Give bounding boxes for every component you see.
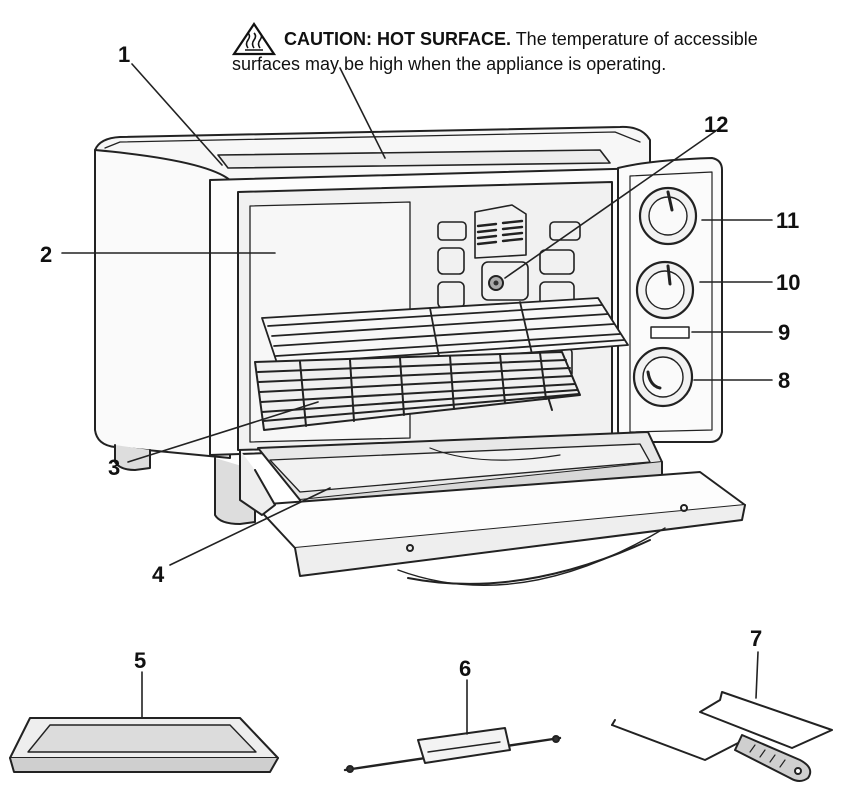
callout-7: 7 [750, 626, 762, 651]
callout-4: 4 [152, 562, 165, 587]
callout-12: 12 [704, 112, 728, 137]
knob-top [638, 186, 698, 246]
callout-10: 10 [776, 270, 800, 295]
callout-5: 5 [134, 648, 146, 673]
knob-middle [635, 260, 695, 320]
rotisserie-handle [611, 691, 833, 782]
callout-1: 1 [118, 42, 130, 67]
caution-heading: CAUTION: HOT SURFACE. [284, 28, 511, 49]
indicator-light [650, 326, 690, 339]
callout-9: 9 [778, 320, 790, 345]
rotisserie-spit [343, 727, 562, 773]
caution-text-line1: The temperature of accessible [515, 28, 758, 49]
leader-lines [61, 63, 773, 735]
knob-bottom [632, 346, 694, 408]
callout-8: 8 [778, 368, 790, 393]
callout-11: 11 [776, 208, 799, 233]
callout-2: 2 [40, 242, 52, 267]
oven-door-open [239, 449, 746, 587]
wire-rack-lower [254, 351, 581, 431]
hot-surface-warning-icon [232, 22, 276, 56]
callout-3: 3 [108, 455, 120, 480]
baking-pan [9, 717, 279, 773]
callout-6: 6 [459, 656, 471, 681]
wire-rack-upper [261, 297, 629, 373]
